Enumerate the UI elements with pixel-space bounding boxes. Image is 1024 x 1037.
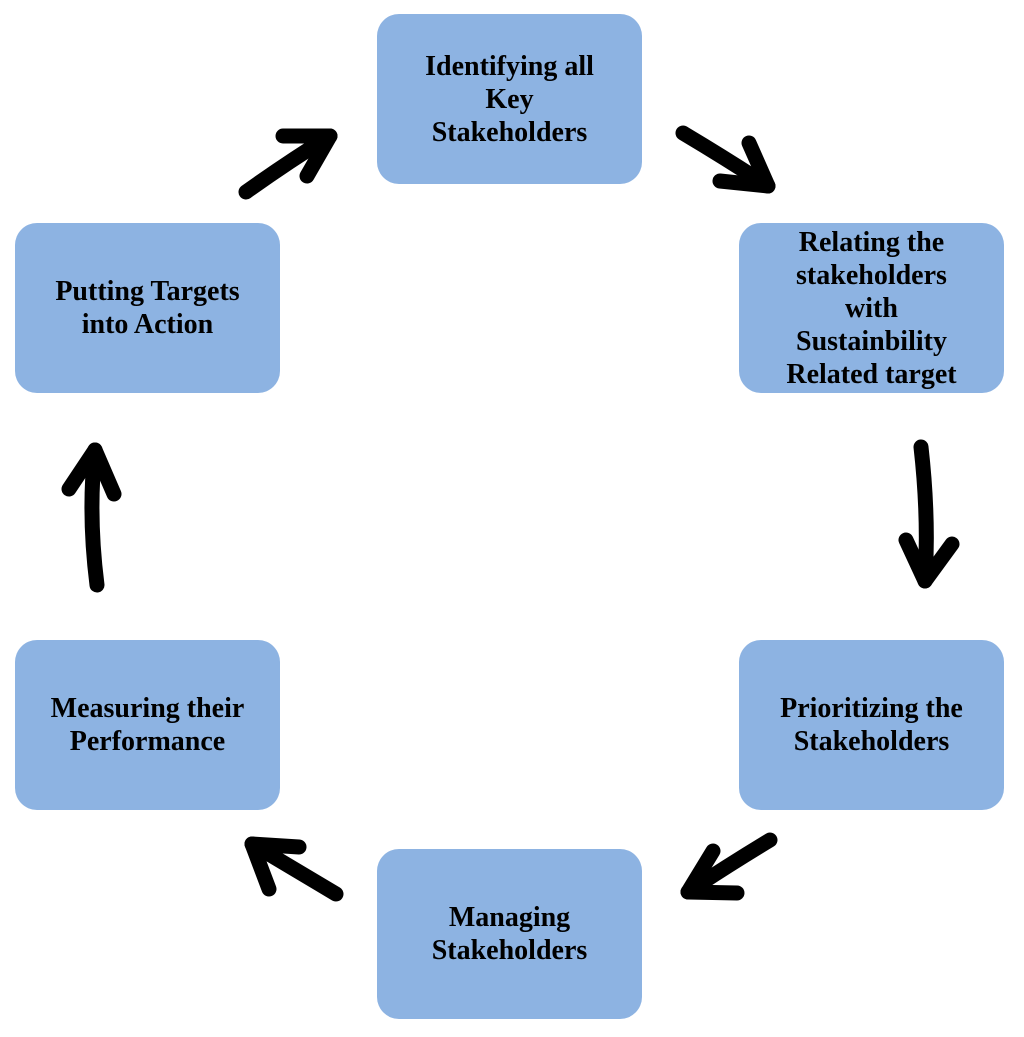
step-label: Prioritizing the Stakeholders [780, 693, 963, 757]
arrow-prioritizing-to-managing [680, 832, 778, 901]
step-label: Identifying all Key Stakeholders [425, 50, 594, 148]
step-measuring-performance: Measuring their Performance [15, 640, 280, 810]
step-label: Relating the stakeholders with Sustainbi… [786, 226, 957, 390]
step-putting-targets-into-action: Putting Targets into Action [15, 223, 280, 393]
step-label: Putting Targets into Action [55, 276, 240, 340]
step-managing-stakeholders: Managing Stakeholders [377, 849, 642, 1019]
arrow-putting-to-identifying [238, 128, 338, 200]
step-label: Measuring their Performance [50, 693, 245, 757]
arrow-identifying-to-relating [675, 125, 776, 194]
step-label: Managing Stakeholders [431, 902, 588, 966]
step-prioritizing-stakeholders: Prioritizing the Stakeholders [739, 640, 1004, 810]
arrow-relating-to-prioritizing [898, 439, 960, 589]
arrow-managing-to-measuring [244, 836, 344, 902]
step-identifying-key-stakeholders: Identifying all Key Stakeholders [377, 14, 642, 184]
arrow-measuring-to-putting [61, 442, 122, 593]
step-relating-stakeholders: Relating the stakeholders with Sustainbi… [739, 223, 1004, 393]
